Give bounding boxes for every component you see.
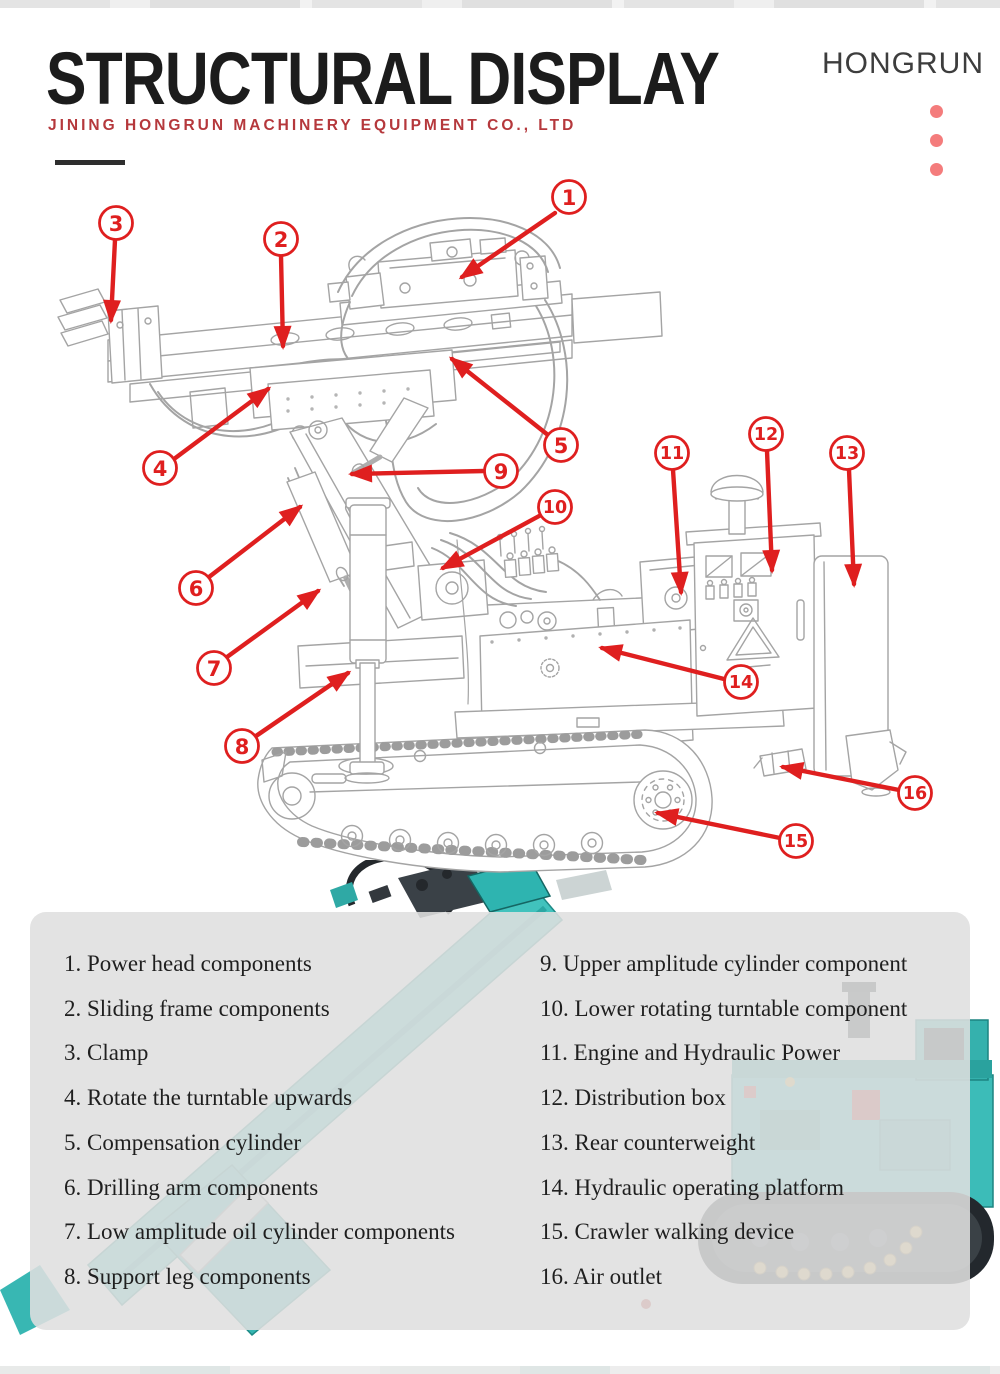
legend-item: 11. Engine and Hydraulic Power bbox=[540, 1040, 840, 1066]
callout-3: 3 bbox=[98, 205, 134, 324]
callout-number: 5 bbox=[554, 434, 569, 458]
bottom-border-strip bbox=[0, 1366, 1000, 1374]
brand-logo-text: HONGRUN bbox=[822, 47, 984, 80]
legend-item: 16. Air outlet bbox=[540, 1263, 663, 1289]
callout-12: 12 bbox=[748, 416, 784, 574]
legend-item: 10. Lower rotating turntable component bbox=[540, 995, 908, 1021]
callout-14: 14 bbox=[598, 644, 759, 700]
callout-number: 8 bbox=[235, 735, 250, 759]
callout-number: 13 bbox=[835, 444, 859, 464]
callout-6: 6 bbox=[178, 504, 304, 606]
lower-turntable-sketch bbox=[417, 559, 489, 621]
callout-number: 16 bbox=[903, 784, 927, 804]
callout-15: 15 bbox=[654, 808, 814, 859]
callout-number: 14 bbox=[729, 673, 753, 693]
callout-number: 4 bbox=[153, 457, 168, 481]
callout-7: 7 bbox=[196, 588, 322, 686]
crawler-track-sketch bbox=[257, 729, 713, 873]
callouts: 1 2 3 4 5 bbox=[98, 179, 933, 859]
page-title: STRUCTURAL DISPLAY bbox=[46, 37, 720, 120]
dot-icon bbox=[930, 163, 943, 176]
power-head-sketch bbox=[327, 237, 563, 326]
legend-item: 12. Distribution box bbox=[540, 1085, 726, 1111]
company-subtitle: JINING HONGRUN MACHINERY EQUIPMENT CO., … bbox=[48, 117, 577, 134]
legend-item: 1. Power head components bbox=[64, 951, 312, 976]
callout-number: 7 bbox=[207, 657, 222, 681]
dot-icon bbox=[930, 105, 943, 118]
callout-number: 11 bbox=[660, 444, 684, 464]
callout-number: 6 bbox=[189, 577, 204, 601]
callout-number: 1 bbox=[562, 186, 577, 210]
legend-item: 2. Sliding frame components bbox=[64, 995, 330, 1021]
legend-item: 9. Upper amplitude cylinder component bbox=[540, 951, 908, 976]
legend-item: 15. Crawler walking device bbox=[540, 1219, 795, 1245]
legend-item: 4. Rotate the turntable upwards bbox=[64, 1085, 353, 1111]
legend-item: 14. Hydraulic operating platform bbox=[540, 1174, 845, 1200]
legend-item: 8. Support leg components bbox=[64, 1263, 311, 1289]
clamp-sketch bbox=[57, 288, 163, 384]
callout-5: 5 bbox=[448, 356, 579, 463]
callout-number: 9 bbox=[494, 460, 509, 484]
callout-8: 8 bbox=[224, 670, 352, 764]
callout-4: 4 bbox=[142, 386, 272, 486]
callout-10: 10 bbox=[439, 489, 573, 571]
callout-number: 2 bbox=[274, 228, 289, 252]
callout-number: 15 bbox=[784, 832, 808, 852]
top-border-strip bbox=[0, 0, 1000, 8]
legend-panel bbox=[30, 912, 970, 1330]
legend-item: 6. Drilling arm components bbox=[64, 1174, 319, 1200]
callout-number: 3 bbox=[109, 212, 124, 236]
callout-2: 2 bbox=[263, 221, 299, 350]
structure-diagram: 1 2 3 4 5 bbox=[57, 179, 933, 873]
brand-dots-decoration bbox=[930, 105, 944, 192]
callout-13: 13 bbox=[829, 435, 865, 588]
callout-9: 9 bbox=[348, 453, 519, 489]
legend-item: 5. Compensation cylinder bbox=[64, 1129, 301, 1155]
callout-11: 11 bbox=[654, 435, 690, 596]
callout-number: 12 bbox=[754, 425, 778, 445]
legend-item: 3. Clamp bbox=[64, 1040, 149, 1066]
legend-item: 7. Low amplitude oil cylinder components bbox=[64, 1219, 455, 1245]
callout-1: 1 bbox=[458, 179, 587, 280]
legend-column-left: 1. Power head components 2. Sliding fram… bbox=[64, 952, 455, 1288]
callout-16: 16 bbox=[779, 762, 933, 811]
dot-icon bbox=[930, 134, 943, 147]
legend-column-right: 9. Upper amplitude cylinder component 10… bbox=[540, 952, 907, 1288]
counterweight-sketch bbox=[813, 555, 907, 797]
legend-item: 13. Rear counterweight bbox=[540, 1129, 756, 1155]
distribution-box-sketch bbox=[685, 474, 822, 717]
callout-number: 10 bbox=[543, 498, 567, 518]
title-underline bbox=[55, 160, 125, 165]
